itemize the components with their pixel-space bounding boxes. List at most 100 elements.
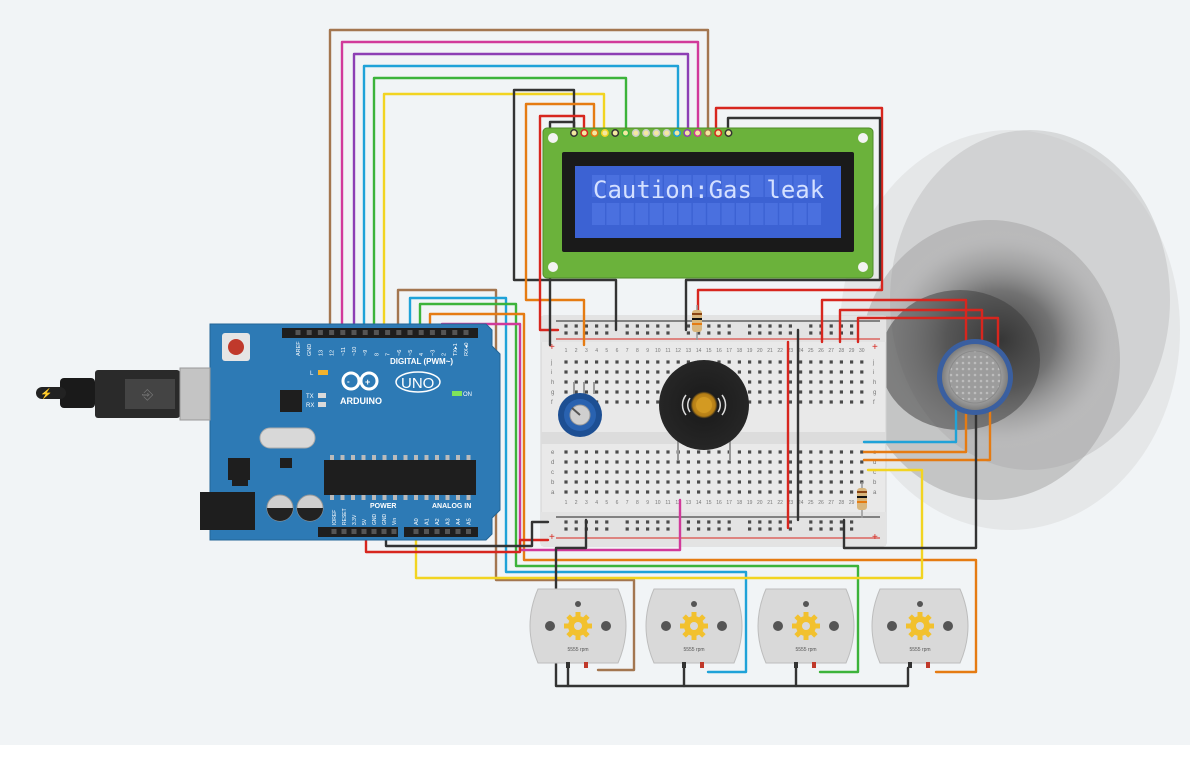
breadboard-hole[interactable] bbox=[605, 370, 609, 374]
rail-hole[interactable] bbox=[625, 324, 629, 328]
breadboard-hole[interactable] bbox=[809, 400, 813, 404]
breadboard-hole[interactable] bbox=[860, 400, 864, 404]
rail-hole[interactable] bbox=[727, 324, 731, 328]
lcd-pin[interactable] bbox=[662, 129, 671, 137]
rail-hole[interactable] bbox=[574, 520, 578, 524]
breadboard-hole[interactable] bbox=[737, 450, 741, 454]
breadboard-hole[interactable] bbox=[819, 450, 823, 454]
breadboard-hole[interactable] bbox=[799, 360, 803, 364]
breadboard-hole[interactable] bbox=[758, 370, 762, 374]
breadboard-hole[interactable] bbox=[635, 480, 639, 484]
rail-hole[interactable] bbox=[584, 331, 588, 335]
rail-hole[interactable] bbox=[625, 520, 629, 524]
rail-hole[interactable] bbox=[564, 331, 568, 335]
rail-hole[interactable] bbox=[778, 324, 782, 328]
breadboard-hole[interactable] bbox=[584, 370, 588, 374]
breadboard-hole[interactable] bbox=[839, 400, 843, 404]
motor-terminal-pos[interactable] bbox=[700, 662, 704, 668]
breadboard-hole[interactable] bbox=[646, 400, 650, 404]
breadboard-hole[interactable] bbox=[819, 400, 823, 404]
breadboard-hole[interactable] bbox=[737, 490, 741, 494]
power-pin-hole[interactable] bbox=[351, 529, 357, 534]
breadboard-hole[interactable] bbox=[860, 370, 864, 374]
breadboard-hole[interactable] bbox=[646, 360, 650, 364]
rail-hole[interactable] bbox=[656, 520, 660, 524]
breadboard-hole[interactable] bbox=[809, 450, 813, 454]
rail-hole[interactable] bbox=[727, 331, 731, 335]
resistor-sensor[interactable] bbox=[857, 482, 867, 518]
breadboard-hole[interactable] bbox=[860, 460, 864, 464]
breadboard-hole[interactable] bbox=[819, 370, 823, 374]
rail-hole[interactable] bbox=[646, 520, 650, 524]
lcd-pin[interactable] bbox=[631, 129, 640, 137]
breadboard-hole[interactable] bbox=[686, 360, 690, 364]
breadboard-hole[interactable] bbox=[625, 360, 629, 364]
power-pin-hole[interactable] bbox=[331, 529, 337, 534]
breadboard-hole[interactable] bbox=[625, 490, 629, 494]
breadboard-hole[interactable] bbox=[768, 490, 772, 494]
rail-hole[interactable] bbox=[697, 520, 701, 524]
breadboard-hole[interactable] bbox=[656, 480, 660, 484]
rail-hole[interactable] bbox=[584, 324, 588, 328]
lcd-pin[interactable] bbox=[590, 129, 599, 137]
analog-pin-hole[interactable] bbox=[445, 529, 450, 534]
breadboard-hole[interactable] bbox=[676, 460, 680, 464]
breadboard-hole[interactable] bbox=[686, 460, 690, 464]
breadboard-hole[interactable] bbox=[564, 390, 568, 394]
breadboard-hole[interactable] bbox=[574, 460, 578, 464]
piezo-buzzer[interactable] bbox=[659, 360, 749, 460]
breadboard-hole[interactable] bbox=[758, 490, 762, 494]
lcd-pin[interactable] bbox=[580, 129, 589, 137]
breadboard-hole[interactable] bbox=[564, 490, 568, 494]
resistor-lcd[interactable] bbox=[692, 305, 702, 340]
breadboard-hole[interactable] bbox=[574, 360, 578, 364]
breadboard-hole[interactable] bbox=[615, 450, 619, 454]
rail-hole[interactable] bbox=[656, 331, 660, 335]
breadboard-hole[interactable] bbox=[697, 480, 701, 484]
digital-pin-hole[interactable] bbox=[362, 330, 368, 335]
breadboard-hole[interactable] bbox=[839, 480, 843, 484]
breadboard-hole[interactable] bbox=[829, 470, 833, 474]
breadboard-hole[interactable] bbox=[686, 470, 690, 474]
breadboard-hole[interactable] bbox=[768, 470, 772, 474]
breadboard-hole[interactable] bbox=[595, 450, 599, 454]
breadboard-hole[interactable] bbox=[809, 480, 813, 484]
breadboard-hole[interactable] bbox=[850, 390, 854, 394]
rail-hole[interactable] bbox=[748, 527, 752, 531]
breadboard-hole[interactable] bbox=[737, 460, 741, 464]
breadboard-hole[interactable] bbox=[584, 460, 588, 464]
rail-hole[interactable] bbox=[635, 527, 639, 531]
rail-hole[interactable] bbox=[850, 520, 854, 524]
motor-terminal-neg[interactable] bbox=[566, 662, 570, 668]
breadboard-hole[interactable] bbox=[584, 380, 588, 384]
breadboard-hole[interactable] bbox=[788, 460, 792, 464]
breadboard-hole[interactable] bbox=[595, 360, 599, 364]
breadboard-hole[interactable] bbox=[686, 480, 690, 484]
breadboard-hole[interactable] bbox=[839, 450, 843, 454]
breadboard-hole[interactable] bbox=[635, 390, 639, 394]
breadboard-hole[interactable] bbox=[829, 460, 833, 464]
breadboard-hole[interactable] bbox=[799, 400, 803, 404]
breadboard-hole[interactable] bbox=[809, 370, 813, 374]
digital-pin-hole[interactable] bbox=[407, 330, 413, 335]
breadboard-hole[interactable] bbox=[574, 370, 578, 374]
breadboard-hole[interactable] bbox=[625, 480, 629, 484]
breadboard-hole[interactable] bbox=[605, 490, 609, 494]
breadboard-hole[interactable] bbox=[850, 370, 854, 374]
breadboard-hole[interactable] bbox=[625, 380, 629, 384]
breadboard-hole[interactable] bbox=[778, 400, 782, 404]
breadboard-hole[interactable] bbox=[768, 400, 772, 404]
breadboard-hole[interactable] bbox=[850, 380, 854, 384]
breadboard-hole[interactable] bbox=[860, 450, 864, 454]
motor-terminal-pos[interactable] bbox=[926, 662, 930, 668]
rail-hole[interactable] bbox=[717, 331, 721, 335]
rail-hole[interactable] bbox=[707, 331, 711, 335]
lcd-pin[interactable] bbox=[683, 129, 692, 137]
motor-terminal-neg[interactable] bbox=[794, 662, 798, 668]
breadboard-hole[interactable] bbox=[809, 360, 813, 364]
breadboard-hole[interactable] bbox=[788, 450, 792, 454]
breadboard-hole[interactable] bbox=[758, 380, 762, 384]
breadboard-hole[interactable] bbox=[758, 470, 762, 474]
breadboard-hole[interactable] bbox=[635, 360, 639, 364]
